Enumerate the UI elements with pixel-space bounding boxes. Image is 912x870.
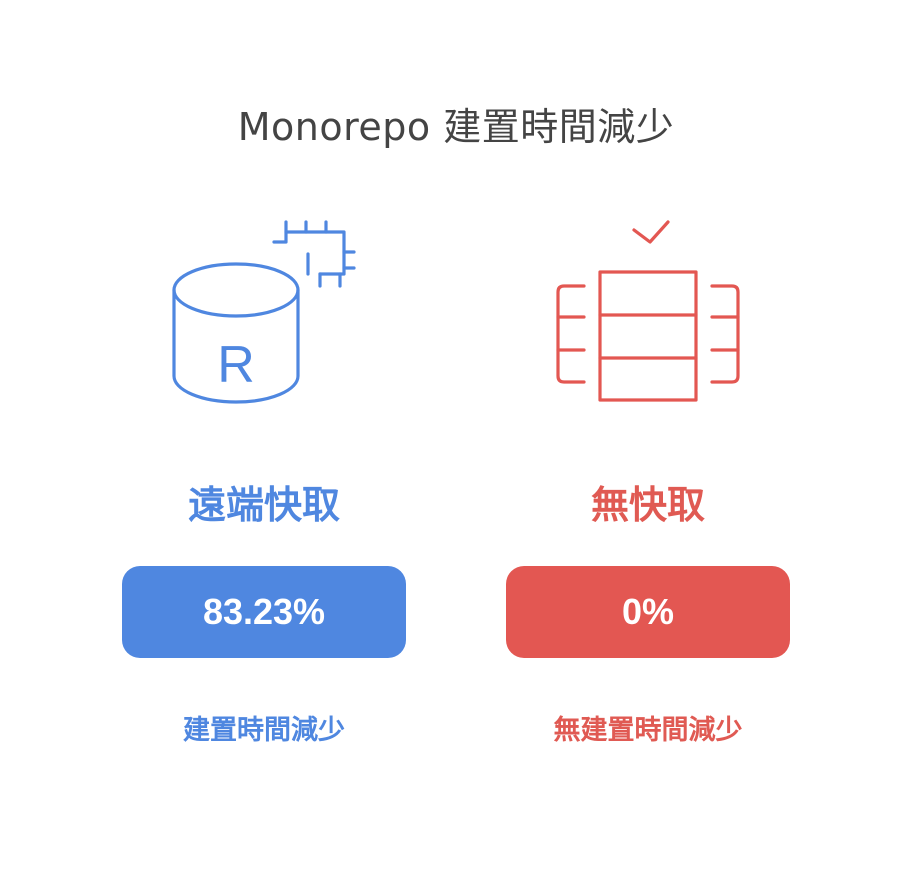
database-letter: R [217,336,255,394]
remote-cache-heading: 遠端快取 [187,483,340,527]
page-title: Monorepo 建置時間減少 [237,105,675,149]
no-cache-value-badge: 0% [506,566,790,658]
remote-cache-value: 83.23% [202,591,326,632]
no-cache-heading: 無快取 [590,483,705,527]
database-with-circuit-icon: R [122,210,406,420]
remote-cache-column: R 遠端快取 83.23% 建置時間減少 [122,0,406,870]
no-cache-caption: 無建置時間減少 [553,715,743,746]
no-cache-column: 無快取 0% 無建置時間減少 [506,0,790,870]
stacked-server-checkmark-icon [506,210,790,420]
remote-cache-value-badge: 83.23% [122,566,406,658]
remote-cache-caption: 建置時間減少 [183,715,345,746]
no-cache-value: 0% [621,591,675,632]
